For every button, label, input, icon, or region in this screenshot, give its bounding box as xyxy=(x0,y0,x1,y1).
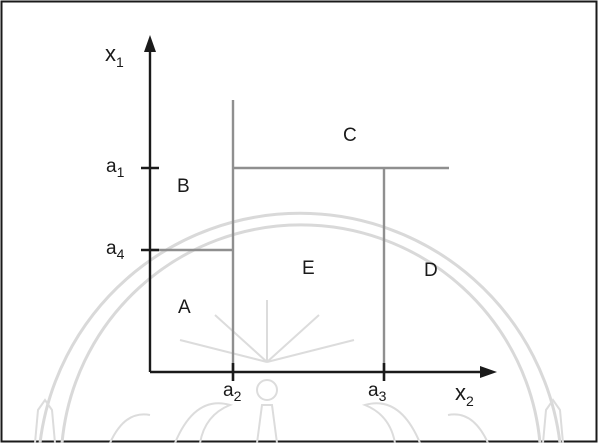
x-axis-arrowhead xyxy=(480,366,497,378)
region-label-e: E xyxy=(302,258,315,279)
region-label-c: C xyxy=(343,125,357,146)
x-axis-label: x2 xyxy=(455,380,474,409)
y-axis-label: x1 xyxy=(105,41,124,70)
tick-label-a2: a2 xyxy=(223,380,242,404)
tick-label-a1: a1 xyxy=(106,156,125,180)
region-label-d: D xyxy=(424,260,438,281)
y-axis-arrowhead xyxy=(144,35,156,52)
region-label-a: A xyxy=(178,297,191,318)
watermark-emblem xyxy=(34,211,564,443)
region-label-b: B xyxy=(177,176,190,197)
tick-label-a4: a4 xyxy=(106,238,125,262)
tick-label-a3: a3 xyxy=(368,380,387,404)
